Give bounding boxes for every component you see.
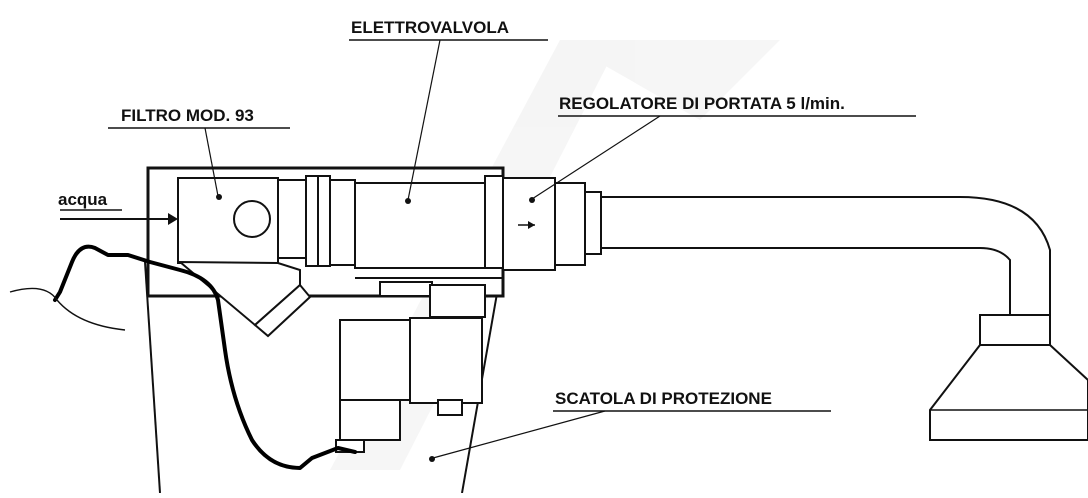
flow-regulator — [502, 177, 602, 271]
label-acqua: acqua — [58, 190, 108, 209]
shower-head — [600, 196, 1088, 441]
solenoid-block — [335, 281, 486, 453]
label-scatola: SCATOLA DI PROTEZIONE — [555, 389, 772, 408]
power-cable — [53, 244, 357, 470]
label-regolatore: REGOLATORE DI PORTATA 5 l/min. — [559, 94, 845, 113]
wall-contour — [9, 287, 126, 331]
label-underlines — [60, 39, 916, 412]
label-filtro: FILTRO MOD. 93 — [121, 106, 254, 125]
inlet-arrow — [60, 213, 178, 225]
label-elettrovalvola: ELETTROVALVOLA — [351, 18, 509, 37]
leader-lines — [204, 39, 661, 462]
valve-housing — [146, 166, 505, 338]
